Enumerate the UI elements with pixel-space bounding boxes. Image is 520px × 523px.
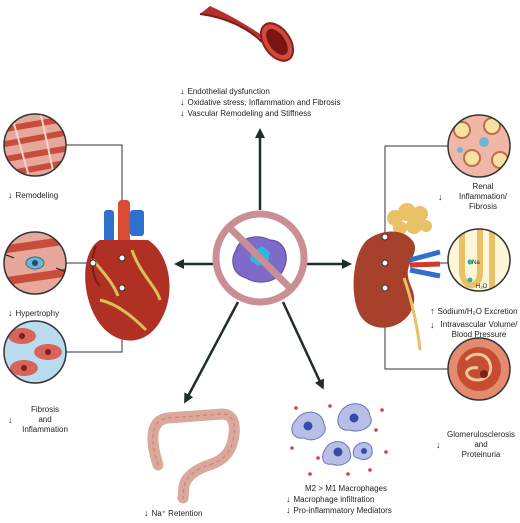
intestine-icon xyxy=(147,408,240,504)
endothelial-text: Endothelial dysfunction xyxy=(187,87,270,96)
down-arrow: ↓ xyxy=(438,192,443,202)
cardiac-fibrosis-circle xyxy=(3,320,67,384)
glomerulosclerosis-text: Glomerulosclerosis xyxy=(446,430,516,439)
down-arrow: ↓ xyxy=(144,508,149,518)
oxidative-text: Oxidative stress, Inflammation and Fibro… xyxy=(187,98,341,107)
infiltration-text: Macrophage infiltration xyxy=(293,495,375,504)
inset-h2o-label: H₂O xyxy=(476,282,487,292)
mediators-text: Pro-inflammatory Mediators xyxy=(293,506,392,515)
volume-text: Intravascular Volume/ xyxy=(440,320,518,329)
down-arrow: ↓ xyxy=(8,308,13,318)
down-arrow: ↓ xyxy=(180,97,185,107)
macrophage-label: M2 > M1 Macrophages ↓Macrophage infiltra… xyxy=(286,484,396,516)
renal-text: Renal xyxy=(472,182,494,191)
h2o-text: H₂O xyxy=(476,284,488,290)
hypertrophy-text: Hypertrophy xyxy=(15,309,60,318)
and-text: and xyxy=(474,440,488,449)
renal-fibrosis-text: Fibrosis xyxy=(468,202,497,211)
down-arrow: ↓ xyxy=(430,320,435,330)
up-arrow: ↑ xyxy=(430,306,435,316)
remodeling-label: ↓Remodeling xyxy=(8,190,58,201)
vascular-remodeling-text: Vascular Remodeling and Stiffness xyxy=(187,109,312,118)
arrow-down-left xyxy=(184,301,240,404)
renal-inflammation-label: ↓ Renal Inflammation/ Fibrosis xyxy=(438,182,520,212)
myocyte-remodeling-circle xyxy=(3,113,67,177)
down-arrow: ↓ xyxy=(286,494,291,504)
sodium-text: Sodium/H₂O Excretion xyxy=(437,307,518,316)
m2-m1-text: M2 > M1 Macrophages xyxy=(304,484,388,493)
renal-inflammation-text: Inflammation/ xyxy=(458,192,508,201)
down-arrow: ↓ xyxy=(436,440,441,450)
na-retention-text: Na⁺ Retention xyxy=(151,509,203,518)
down-arrow: ↓ xyxy=(8,415,13,425)
cardiac-fibrosis-label: ↓ Fibrosis and Inflammation xyxy=(8,405,74,435)
glomerulosclerosis-circle xyxy=(447,337,511,401)
remodeling-text: Remodeling xyxy=(15,191,59,200)
down-arrow: ↓ xyxy=(286,505,291,515)
renal-inflammation-circle xyxy=(447,114,511,178)
sodium-excretion-circle xyxy=(447,228,511,292)
na-retention-label: ↓Na⁺ Retention xyxy=(144,508,202,519)
kidney-icon xyxy=(353,203,441,351)
proteinuria-text: Proteinuria xyxy=(461,450,501,459)
inhibit-icon xyxy=(212,210,308,306)
heart-icon xyxy=(85,200,170,341)
na-text: Na xyxy=(472,260,480,266)
and-text: and xyxy=(38,415,52,424)
down-arrow: ↓ xyxy=(8,190,13,200)
inset-na-label: Na xyxy=(472,258,480,268)
arrow-down-right xyxy=(281,301,325,390)
down-arrow: ↓ xyxy=(180,86,185,96)
hypertrophy-label: ↓Hypertrophy xyxy=(8,308,59,319)
inflammation-text: Inflammation xyxy=(22,425,68,434)
blood-pressure-label: ↓ Intravascular Volume/ Blood Pressure xyxy=(430,320,520,340)
blood-pressure-text: Blood Pressure xyxy=(451,330,507,339)
sodium-excretion-label: ↑Sodium/H₂O Excretion xyxy=(430,306,520,317)
effect-arrows xyxy=(174,128,352,404)
blood-vessel-icon xyxy=(199,6,295,62)
hypertrophy-circle xyxy=(3,231,67,295)
glomerulosclerosis-label: ↓ Glomerulosclerosis and Proteinuria xyxy=(436,430,520,460)
vascular-effects-label: ↓Endothelial dysfunction ↓Oxidative stre… xyxy=(180,86,370,119)
macrophage-icon xyxy=(290,403,388,476)
fibrosis-text: Fibrosis xyxy=(30,405,59,414)
down-arrow: ↓ xyxy=(180,108,185,118)
